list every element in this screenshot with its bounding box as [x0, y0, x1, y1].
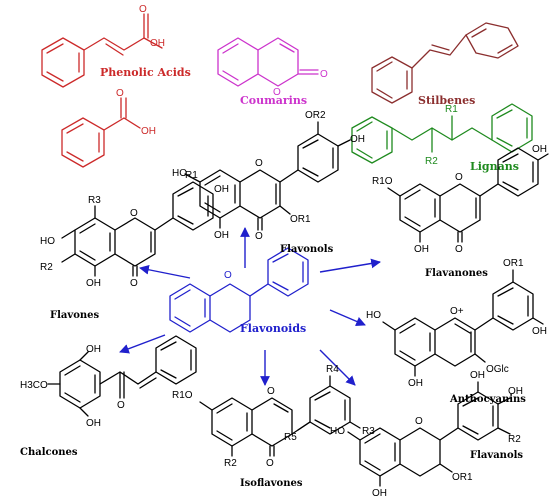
flavonoids-label: Flavonoids — [240, 322, 306, 335]
flavanone-keto-o-label: O — [455, 244, 463, 255]
arrow-to-anthocyanins — [329, 309, 366, 327]
flavanols-label: Flavanols — [470, 450, 523, 461]
anthocyanin-oh-label: OH — [408, 378, 423, 389]
isoflavone-r3-label: R3 — [362, 426, 375, 437]
chalcone-oh-bottom-label: OH — [86, 418, 101, 429]
arrow-to-flavanols — [319, 349, 356, 386]
flavanol-oh-top-label: OH — [470, 370, 485, 381]
isoflavone-r4-label: R4 — [326, 364, 339, 375]
flavanol-or1-label: OR1 — [452, 472, 473, 483]
flavonols-label: Flavonols — [280, 244, 334, 255]
cinnamic-oh-label: OH — [150, 38, 165, 49]
flavanone-r1o-label: R1O — [372, 176, 393, 187]
flavone-r3-label: R3 — [88, 195, 101, 206]
flavonol-oh-label: OH — [214, 230, 229, 241]
flavanone-oh-label: OH — [414, 244, 429, 255]
cinnamic-acid-structure — [41, 13, 163, 88]
anthocyanin-structure — [382, 269, 544, 377]
isoflavone-r5-label: R5 — [284, 432, 297, 443]
conversion-arrows — [119, 227, 381, 386]
phenolic-acids-label: Phenolic Acids — [100, 66, 191, 79]
flavonol-ring-o-label: O — [255, 158, 263, 169]
benzoic-oh-label: OH — [141, 126, 156, 137]
benzoic-o-label: O — [116, 88, 124, 99]
flavanol-ring-o-label: O — [415, 416, 423, 427]
lignans-label: Lignans — [470, 160, 519, 173]
flavone-oh-label: OH — [86, 278, 101, 289]
anthocyanins-label: Anthocyanins — [449, 394, 526, 405]
isoflavone-r2-label: R2 — [224, 458, 237, 469]
coumarin-ring-o-label: O — [273, 87, 281, 98]
flavonol-ho-label: HO — [172, 168, 187, 179]
flavone-structure — [61, 181, 214, 277]
anthocyanin-ho-label: HO — [366, 310, 381, 321]
anthocyanin-or1-label: OR1 — [503, 258, 524, 269]
arrow-to-flavanones — [319, 258, 381, 273]
lignan-structure — [351, 103, 533, 164]
flavonol-or2-label: OR2 — [305, 110, 326, 121]
flavone-r2-label: R2 — [40, 262, 53, 273]
chalcone-oh-top-label: OH — [86, 344, 101, 355]
chalcone-keto-o-label: O — [117, 400, 125, 411]
flavonol-oh2-label: OH — [350, 134, 365, 145]
flavone-ring-o-label: O — [130, 208, 138, 219]
flavanol-r2-label: R2 — [508, 434, 521, 445]
flavanol-ho-label: HO — [330, 426, 345, 437]
coumarin-structure — [217, 37, 319, 87]
isoflavone-structure — [199, 375, 361, 457]
anthocyanin-oplus-label: O+ — [450, 306, 464, 317]
coumarin-keto-o-label: O — [320, 69, 328, 80]
isoflavone-keto-o-label: O — [266, 458, 274, 469]
flavonoid-ring-o-label: O — [224, 270, 232, 281]
chalcones-label: Chalcones — [20, 447, 78, 458]
arrow-to-flavones — [139, 264, 191, 279]
flavanol-oh-label: OH — [372, 488, 387, 499]
flavonoid-core-structure — [169, 247, 309, 333]
anthocyanin-oh2-label: OH — [532, 326, 547, 337]
flavonol-or1-label: OR1 — [290, 214, 311, 225]
flavone-ho-label: HO — [40, 236, 55, 247]
cinnamic-o-label: O — [139, 4, 147, 15]
isoflavone-ring-o-label: O — [267, 386, 275, 397]
isoflavones-label: Isoflavones — [240, 478, 303, 489]
lignan-r1-label: R1 — [445, 104, 458, 115]
flavone-keto-o-label: O — [130, 278, 138, 289]
flavone-r1-label: R1 — [185, 170, 198, 181]
flavanone-oh2-label: OH — [532, 144, 547, 155]
benzoic-acid-structure — [61, 97, 141, 168]
stilbene-structure — [371, 22, 519, 104]
flavonol-structure — [184, 121, 351, 231]
coumarins-label: Coumarins — [240, 94, 307, 107]
flavanones-label: Flavanones — [425, 268, 488, 279]
flavones-label: Flavones — [50, 310, 99, 321]
lignan-r2-label: R2 — [425, 156, 438, 167]
flavanol-structure — [347, 381, 511, 487]
flavonol-keto-o-label: O — [255, 231, 263, 242]
flavanone-structure — [387, 147, 549, 243]
chalcone-structure — [47, 335, 197, 417]
flavanol-oh-right-label: OH — [508, 386, 523, 397]
stilbenes-label: Stilbenes — [418, 94, 475, 107]
anthocyanin-oglc-label: OGlc — [486, 364, 509, 375]
flavanone-ring-o-label: O — [455, 172, 463, 183]
arrow-to-chalcones — [119, 334, 166, 354]
chalcone-h3co-label: H3CO — [20, 380, 48, 391]
flavone-oh2-label: OH — [214, 184, 229, 195]
isoflavone-r1o-label: R1O — [172, 390, 193, 401]
